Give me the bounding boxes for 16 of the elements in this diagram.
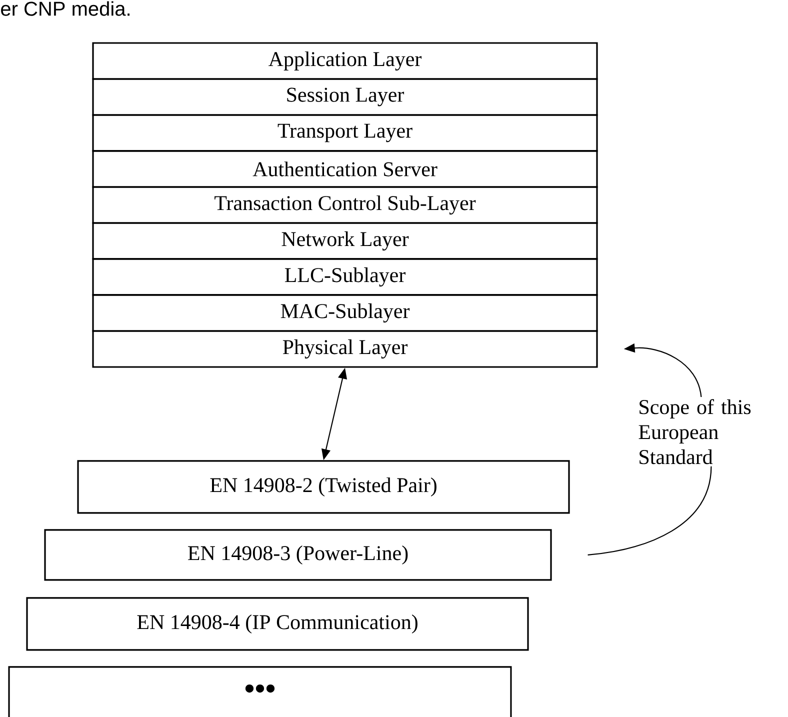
text-fragment: er CNP media. bbox=[1, 1, 130, 16]
layer-row: Physical Layer bbox=[92, 330, 598, 368]
standard-box: ••• bbox=[8, 666, 512, 717]
layer-row: Session Layer bbox=[92, 78, 598, 116]
layer-row: MAC-Sublayer bbox=[92, 294, 598, 332]
layer-row: LLC-Sublayer bbox=[92, 258, 598, 296]
standard-box: EN 14908-4 (IP Communication) bbox=[26, 597, 529, 651]
layer-row: Transport Layer bbox=[92, 114, 598, 152]
layer-row: Authentication Server bbox=[92, 150, 598, 188]
standard-box: EN 14908-3 (Power-Line) bbox=[44, 529, 552, 581]
layer-row: Network Layer bbox=[92, 222, 598, 260]
layer-row: Transaction Control Sub-Layer bbox=[92, 186, 598, 224]
standard-box: EN 14908-2 (Twisted Pair) bbox=[77, 460, 570, 514]
curved-line bbox=[588, 466, 712, 556]
layer-row: Application Layer bbox=[92, 42, 598, 80]
scope-note: Scope of this European Standard bbox=[638, 399, 751, 464]
